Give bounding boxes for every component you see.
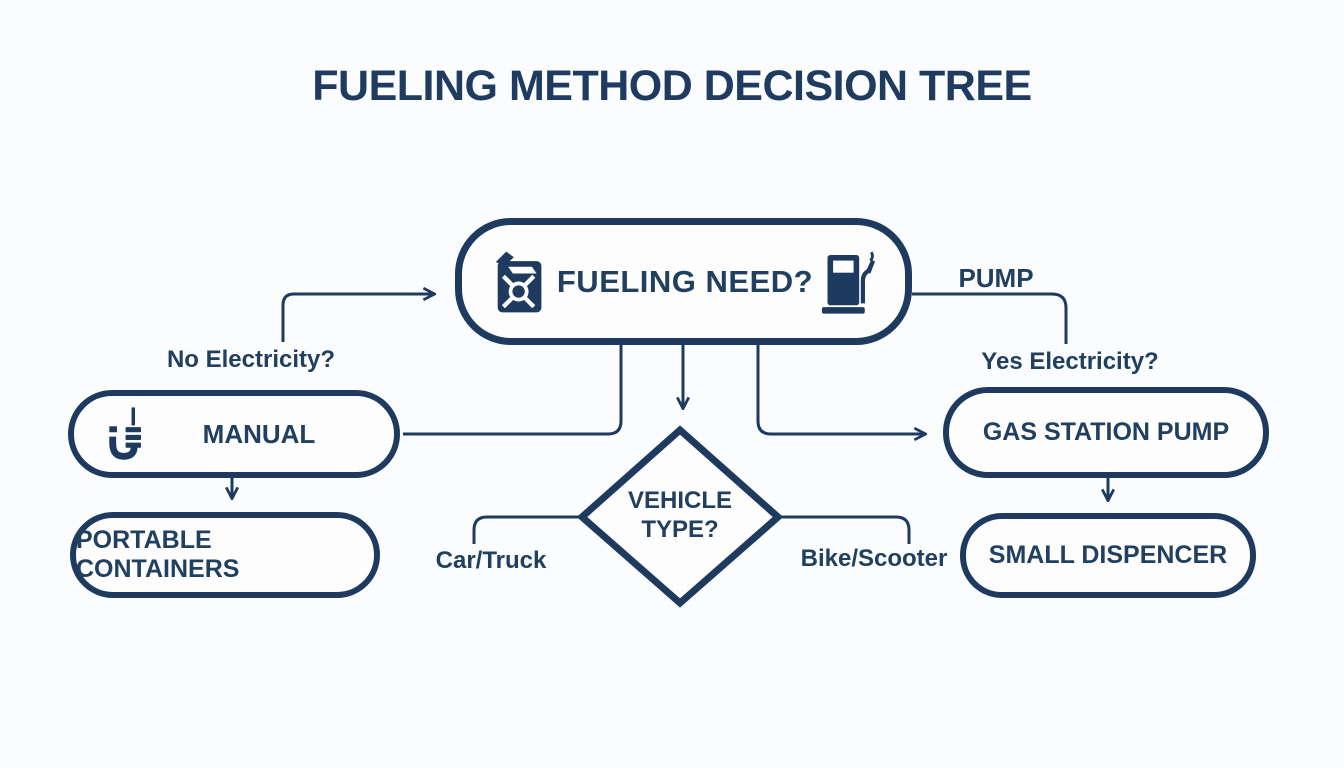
- edge-vehicle-to-car-truck: [472, 515, 584, 544]
- node-gas-station-pump: GAS STATION PUMP: [943, 387, 1269, 478]
- node-small-dispenser: SMALL DISPENCER: [960, 513, 1256, 598]
- edge-label-bike-scooter: Bike/Scooter: [800, 545, 948, 572]
- edge-vehicle-to-bike-scooter: [776, 515, 911, 544]
- node-fueling-need: FUELING NEED?: [455, 218, 912, 345]
- edge-label-car-truck: Car/Truck: [435, 547, 547, 574]
- diagram-title: FUELING METHOD DECISION TREE: [312, 62, 1032, 110]
- fuel-pump-icon: [821, 250, 875, 314]
- node-vehicle-type-label: VEHICLE TYPE?: [600, 487, 760, 545]
- jerry-can-icon: [495, 251, 542, 312]
- edge-no-electricity-arrow: [281, 294, 434, 342]
- hand-pump-icon: [109, 407, 141, 460]
- node-small-dispenser-label: SMALL DISPENCER: [988, 541, 1228, 569]
- edge-label-yes-electricity: Yes Electricity?: [981, 348, 1159, 375]
- node-gas-station-pump-label: GAS STATION PUMP: [982, 418, 1230, 446]
- edge-fueling-to-gas-station: [756, 345, 925, 434]
- edge-label-no-electricity: No Electricity?: [166, 346, 336, 373]
- vehicle-type-line1: VEHICLE: [627, 487, 732, 514]
- node-manual: MANUAL: [68, 390, 400, 478]
- node-manual-label: MANUAL: [202, 418, 316, 449]
- edge-fueling-to-manual: [403, 345, 623, 436]
- vehicle-type-diamond: [576, 425, 784, 608]
- vehicle-type-line2: TYPE?: [641, 515, 719, 543]
- node-portable-containers: PORTABLE CONTAINERS: [70, 512, 380, 598]
- edge-label-pump: PUMP: [958, 263, 1034, 293]
- edge-pump-elbow: [912, 292, 1068, 344]
- node-portable-containers-label: PORTABLE CONTAINERS: [76, 526, 240, 583]
- node-fueling-need-label: FUELING NEED?: [556, 263, 814, 299]
